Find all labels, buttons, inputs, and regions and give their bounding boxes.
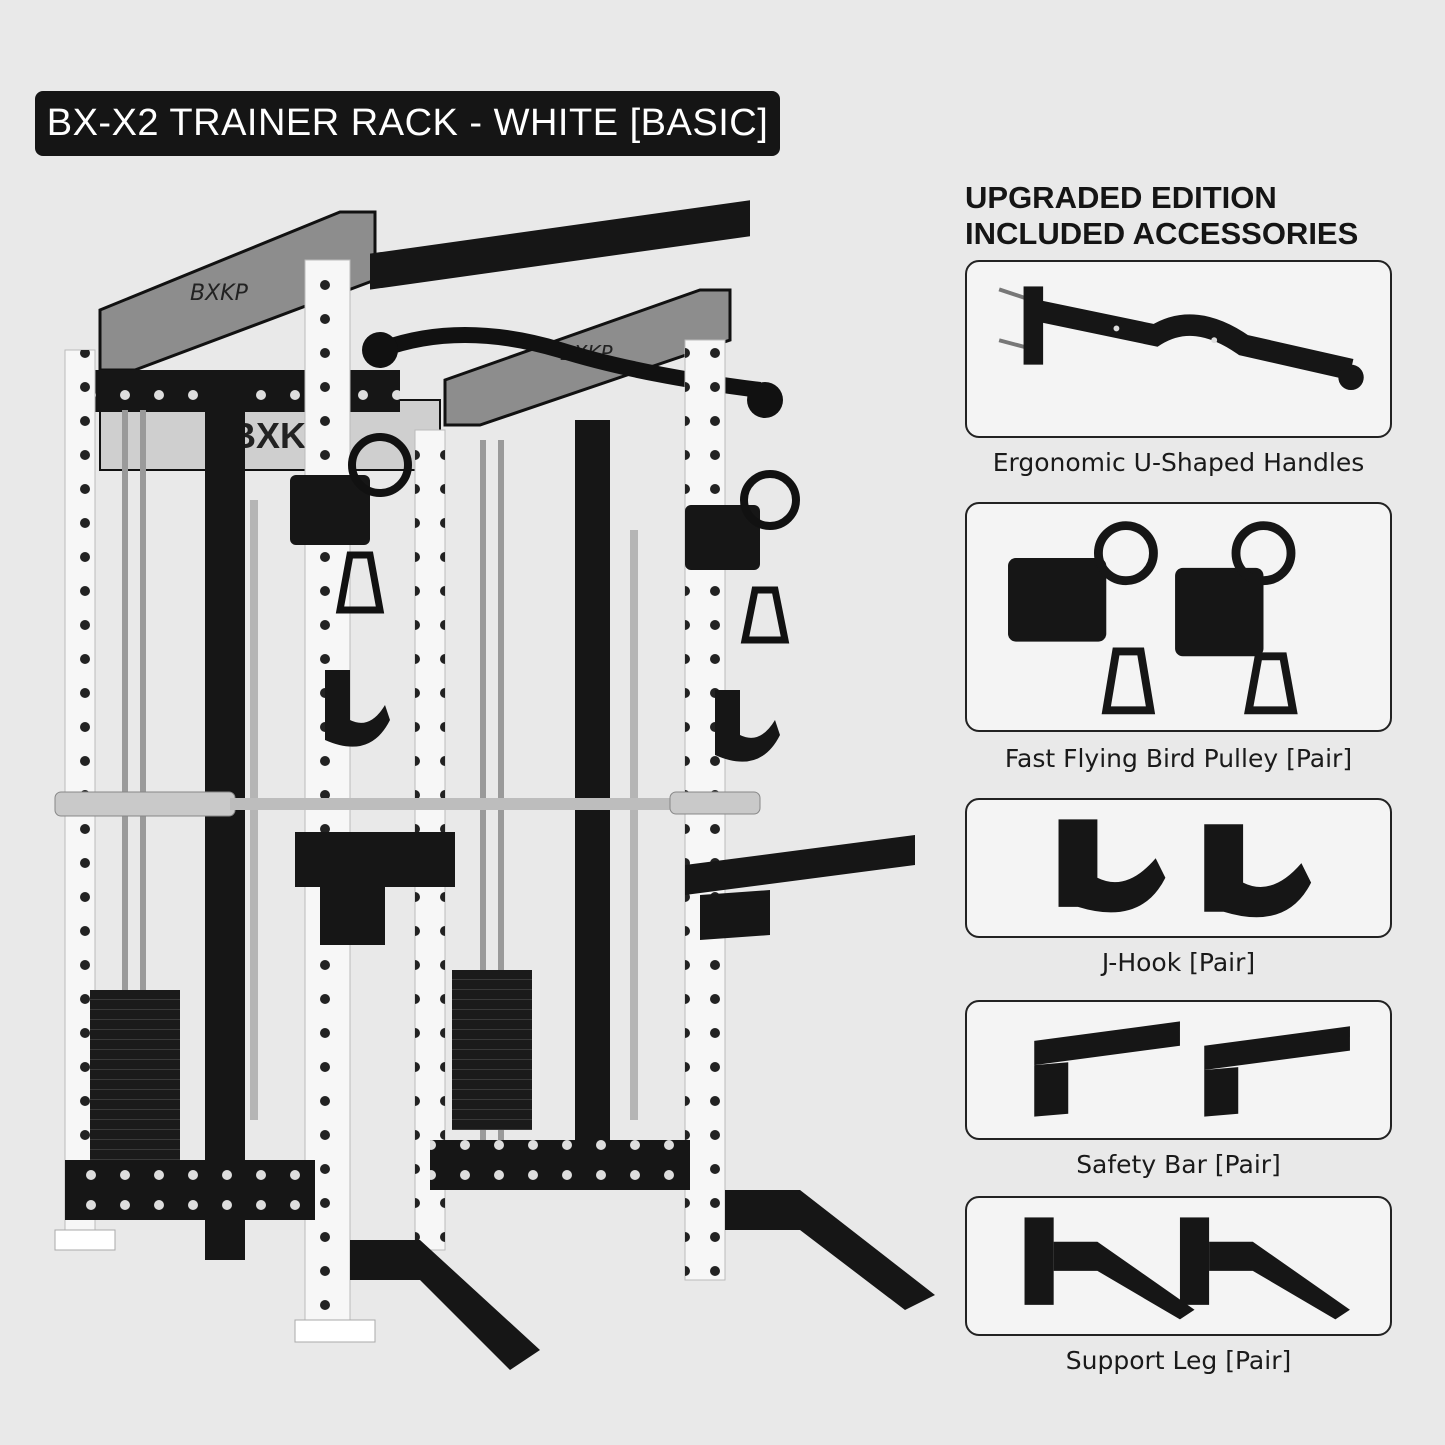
safety-bar-left (295, 832, 455, 945)
support-leg-rear (725, 1190, 935, 1310)
accessory-label-pulley: Fast Flying Bird Pulley [Pair] (1004, 744, 1353, 773)
weight-stack-right (452, 970, 532, 1130)
pulley-icon (1008, 521, 1298, 715)
support-leg-front (350, 1240, 540, 1370)
j-hook-icon (1058, 819, 1312, 918)
brand-mark-front: BXKP (190, 281, 249, 306)
accessory-card-u-handles (965, 260, 1392, 438)
accessory-card-safety-bar (965, 1000, 1392, 1140)
accessories-heading-line1: UPGRADED EDITION (965, 180, 1277, 215)
support-leg-icon (1024, 1217, 1350, 1320)
accessory-label-safety-bar: Safety Bar [Pair] (1076, 1150, 1281, 1179)
product-title-banner: BX-X2 TRAINER RACK - WHITE [BASIC] (35, 91, 780, 156)
product-title: BX-X2 TRAINER RACK - WHITE [BASIC] (46, 102, 769, 144)
j-hook-left (325, 670, 390, 747)
upright-inner-black-left (205, 390, 245, 1260)
pulley-left (290, 433, 412, 614)
accessories-heading: UPGRADED EDITION INCLUDED ACCESSORIES (965, 180, 1405, 252)
top-beam-side (370, 200, 750, 290)
accessory-label-u-handles: Ergonomic U-Shaped Handles (992, 448, 1365, 477)
accessory-label-j-hook: J-Hook [Pair] (1101, 948, 1256, 977)
trainer-rack-illustration: BXKP BXKP BXKI (54, 200, 935, 1370)
accessory-card-support-leg (965, 1196, 1392, 1336)
j-hook-right (715, 690, 780, 762)
safety-bar-icon (1034, 1021, 1350, 1117)
accessories-heading-line2: INCLUDED ACCESSORIES (965, 216, 1359, 251)
barbell (54, 791, 761, 817)
weight-stack-left (90, 990, 180, 1160)
accessory-label-support-leg: Support Leg [Pair] (1065, 1346, 1292, 1375)
pulley-right (685, 470, 800, 644)
safety-bar-right (685, 835, 915, 940)
accessory-card-j-hook (965, 798, 1392, 938)
u-shaped-handle-icon (998, 286, 1364, 391)
accessory-card-pulley (965, 502, 1392, 732)
